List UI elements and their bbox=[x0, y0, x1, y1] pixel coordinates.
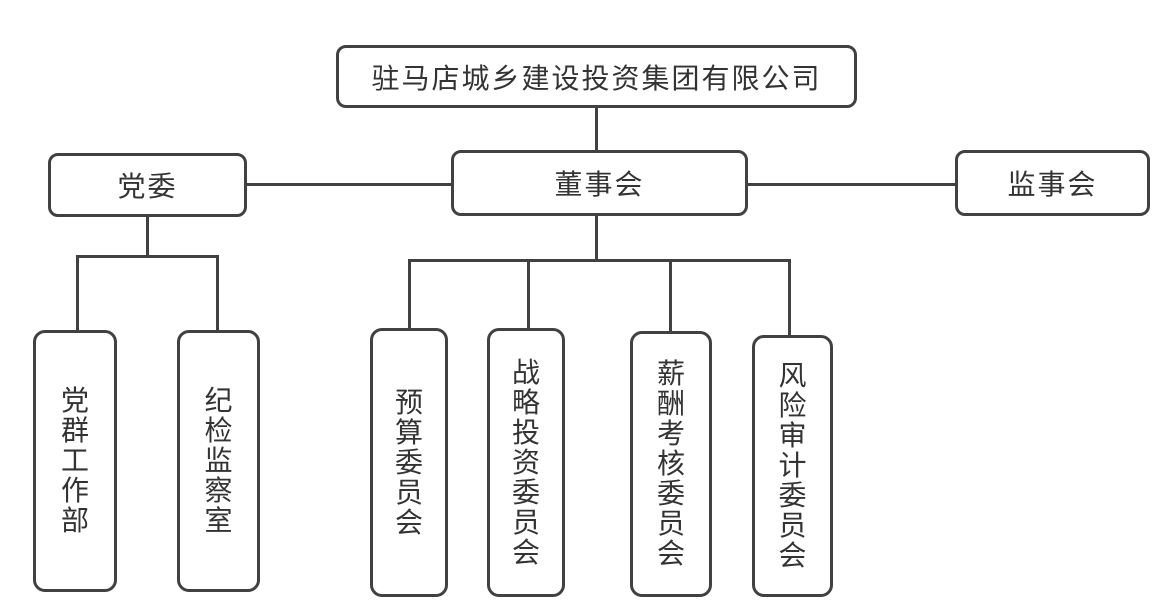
node-risk-audit-committee-label: 风险审计委员会 bbox=[778, 360, 807, 571]
edge-to-discipline-office bbox=[216, 255, 219, 330]
node-company-root: 驻马店城乡建设投资集团有限公司 bbox=[336, 45, 857, 108]
node-compensation-assessment-committee: 薪酬考核委员会 bbox=[630, 331, 712, 597]
node-supervisory-board-label: 监事会 bbox=[1007, 169, 1098, 200]
edge-party-drop bbox=[146, 217, 149, 258]
edge-board-children-bar bbox=[408, 259, 791, 262]
edge-to-risk-audit-committee bbox=[788, 259, 791, 335]
edge-party-children-bar bbox=[76, 255, 219, 258]
node-party-committee-label: 党委 bbox=[117, 171, 178, 202]
node-budget-committee: 预算委员会 bbox=[370, 328, 448, 597]
node-board-of-directors-label: 董事会 bbox=[554, 169, 645, 200]
node-party-mass-work-department-label: 党群工作部 bbox=[60, 385, 89, 536]
node-party-mass-work-department: 党群工作部 bbox=[33, 330, 117, 592]
edge-to-party-mass-work-dept bbox=[76, 255, 79, 330]
edge-board-to-supervisory bbox=[748, 183, 955, 186]
node-company-root-label: 驻马店城乡建设投资集团有限公司 bbox=[371, 62, 822, 94]
node-strategic-investment-committee-label: 战略投资委员会 bbox=[511, 356, 540, 568]
edge-board-drop bbox=[595, 216, 598, 261]
edge-to-budget-committee bbox=[408, 259, 411, 328]
edge-to-compensation-assessment-committee bbox=[669, 259, 672, 331]
node-discipline-inspection-office-label: 纪检监察室 bbox=[204, 385, 233, 536]
node-strategic-investment-committee: 战略投资委员会 bbox=[487, 328, 565, 597]
node-compensation-assessment-committee-label: 薪酬考核委员会 bbox=[656, 358, 685, 569]
node-risk-audit-committee: 风险审计委员会 bbox=[752, 335, 833, 597]
edge-root-to-board bbox=[595, 108, 598, 153]
node-supervisory-board: 监事会 bbox=[955, 150, 1150, 216]
node-board-of-directors: 董事会 bbox=[451, 150, 748, 216]
node-party-committee: 党委 bbox=[48, 153, 247, 217]
node-budget-committee-label: 预算委员会 bbox=[394, 386, 423, 538]
node-discipline-inspection-office: 纪检监察室 bbox=[177, 330, 260, 592]
edge-to-strategic-investment-committee bbox=[527, 259, 530, 328]
edge-party-to-board bbox=[247, 183, 451, 186]
